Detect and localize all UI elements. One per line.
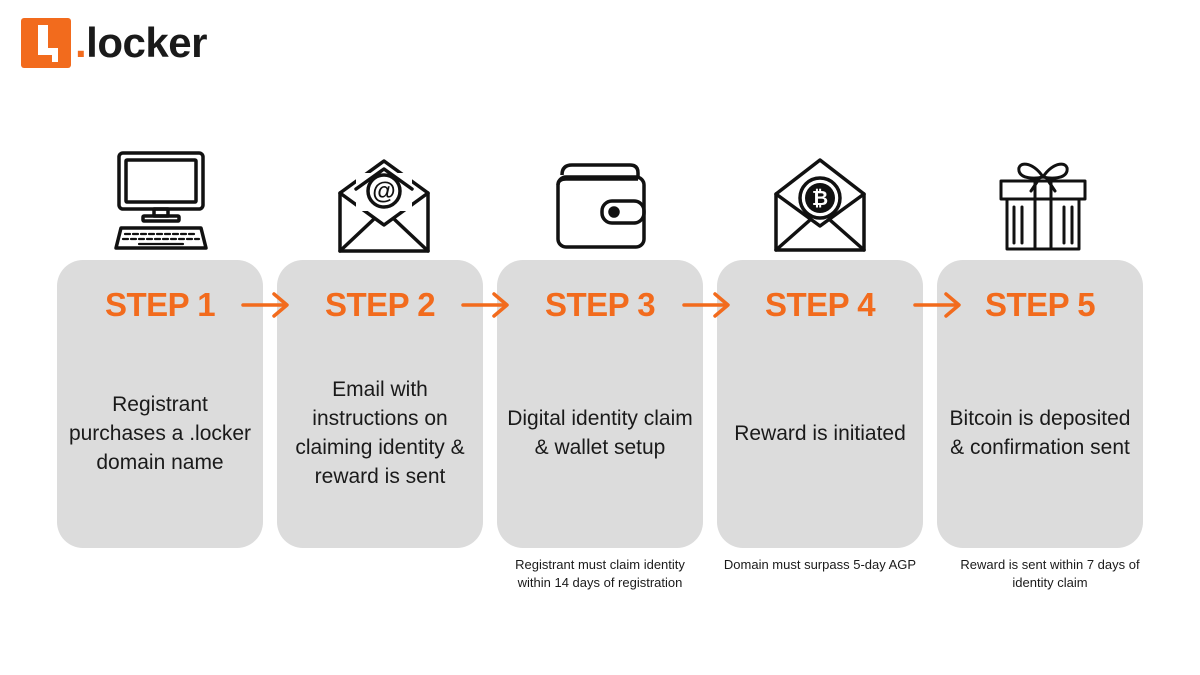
step-card-1: STEP 1 Registrant purchases a .locker do… bbox=[57, 260, 263, 548]
step-note: Registrant must claim identity within 14… bbox=[515, 557, 685, 590]
arrow-right-icon bbox=[240, 291, 292, 319]
step-title: STEP 4 bbox=[764, 286, 876, 323]
step-card-4: STEP 4 Reward is initiated bbox=[717, 260, 923, 548]
bitcoin-envelope-icon: ₿ bbox=[772, 152, 868, 256]
brand-logo: .locker bbox=[21, 18, 207, 68]
locker-logo-icon bbox=[21, 18, 71, 68]
wallet-icon bbox=[552, 155, 648, 259]
step-description: Registrant purchases a .locker domain na… bbox=[68, 392, 252, 474]
arrow-right-icon bbox=[460, 291, 512, 319]
step-card-5: STEP 5 Bitcoin is deposited & confirmati… bbox=[937, 260, 1143, 548]
step-card-2: STEP 2 Email with instructions on claimi… bbox=[277, 260, 483, 548]
step-note: Domain must surpass 5-day AGP bbox=[723, 557, 917, 572]
step-description: Email with instructions on claiming iden… bbox=[295, 378, 465, 488]
computer-icon bbox=[113, 150, 209, 254]
arrow-right-icon bbox=[681, 291, 733, 319]
arrow-right-icon bbox=[912, 291, 964, 319]
step-note: Reward is sent within 7 days of identity… bbox=[960, 557, 1140, 590]
step-title: STEP 5 bbox=[984, 286, 1096, 323]
logo-text: .locker bbox=[75, 19, 207, 66]
step-description: Reward is initiated bbox=[734, 421, 906, 445]
gift-icon bbox=[995, 155, 1091, 259]
svg-text:@: @ bbox=[372, 178, 395, 205]
step-title: STEP 3 bbox=[544, 286, 656, 323]
svg-text:₿: ₿ bbox=[812, 188, 828, 210]
step-description: Digital identity claim & wallet setup bbox=[507, 407, 693, 459]
step-card-3: STEP 3 Digital identity claim & wallet s… bbox=[497, 260, 703, 548]
step-title: STEP 1 bbox=[104, 286, 216, 323]
step-title: STEP 2 bbox=[324, 286, 436, 323]
email-at-icon: @ bbox=[336, 155, 432, 259]
step-description: Bitcoin is deposited & confirmation sent bbox=[949, 407, 1131, 459]
